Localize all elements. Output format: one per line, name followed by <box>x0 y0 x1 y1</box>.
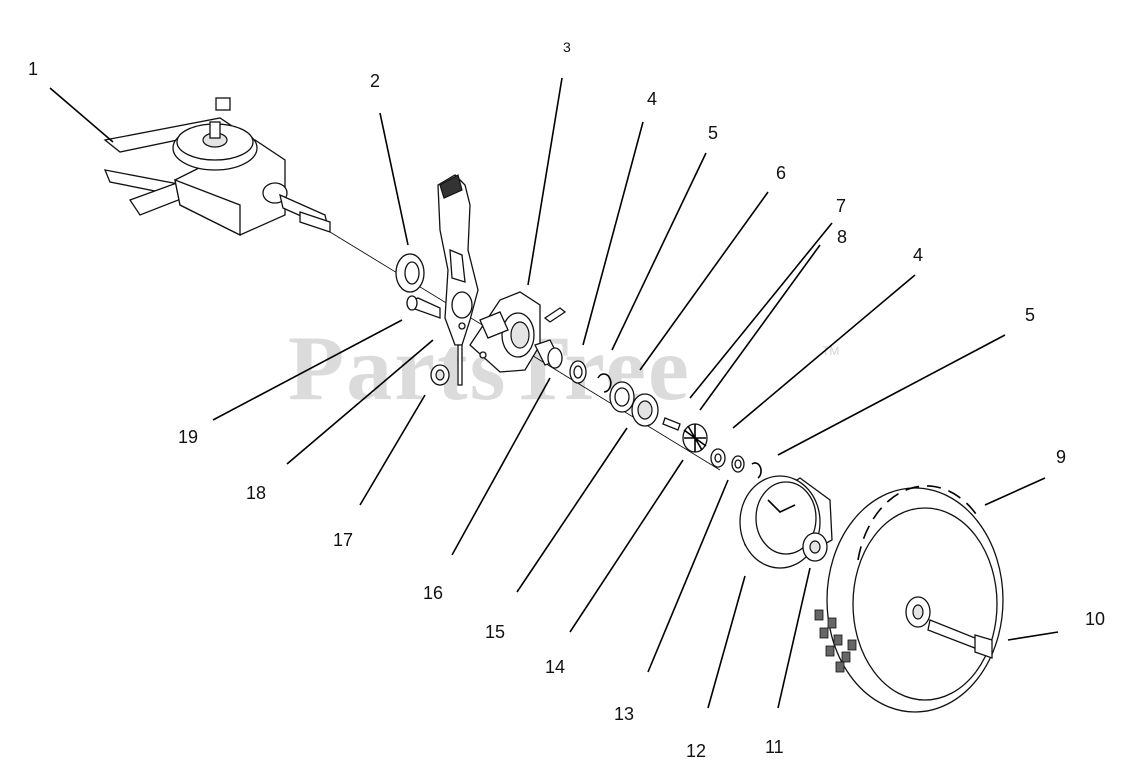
callout-11: 11 <box>765 737 784 757</box>
transmission-gearbox <box>103 97 331 237</box>
callout-19: 19 <box>178 427 199 447</box>
pinion-gear-part-14 <box>682 423 708 453</box>
callout-17: 17 <box>333 530 354 550</box>
wheel-part-9 <box>814 485 1004 713</box>
nut-part-17 <box>430 364 450 386</box>
callout-3: 3 <box>563 39 571 55</box>
callout-10: 10 <box>1085 609 1106 629</box>
wheel-bolt-part-10 <box>927 619 993 659</box>
watermark-trademark: TM <box>822 344 840 358</box>
callout-15: 15 <box>485 622 506 642</box>
spacer-part-11 <box>802 532 828 562</box>
callout-9: 9 <box>1056 447 1067 467</box>
washer-part-4 <box>569 360 587 384</box>
callout-4b: 4 <box>913 245 924 265</box>
callout-7: 7 <box>836 196 847 216</box>
callout-14: 14 <box>545 657 566 677</box>
callout-16: 16 <box>423 583 444 603</box>
callout-1: 1 <box>28 59 39 79</box>
leader-lines <box>49 77 1059 709</box>
washer-part-13 <box>731 455 745 473</box>
retaining-ring-part-5 <box>597 373 612 393</box>
callout-6: 6 <box>776 163 787 183</box>
callout-5b: 5 <box>1025 305 1036 325</box>
callout-4: 4 <box>647 89 658 109</box>
callout-8: 8 <box>837 227 848 247</box>
callout-5: 5 <box>708 123 719 143</box>
washer-part-4b <box>710 448 726 468</box>
pivot-bracket-part-3 <box>469 291 567 373</box>
bearing-part-15 <box>631 393 659 427</box>
callout-12: 12 <box>686 741 707 761</box>
bearing-part-6 <box>609 381 635 413</box>
key-part-7 <box>662 417 681 431</box>
retaining-ring-part-5b <box>751 462 762 479</box>
callout-18: 18 <box>246 483 267 503</box>
bolt-part-19 <box>406 295 441 319</box>
bushing-part-16 <box>534 339 563 369</box>
adjust-lever-part-18 <box>437 174 479 386</box>
callout-13: 13 <box>614 704 635 724</box>
callout-2: 2 <box>370 71 381 91</box>
washer-part-2 <box>395 253 425 293</box>
